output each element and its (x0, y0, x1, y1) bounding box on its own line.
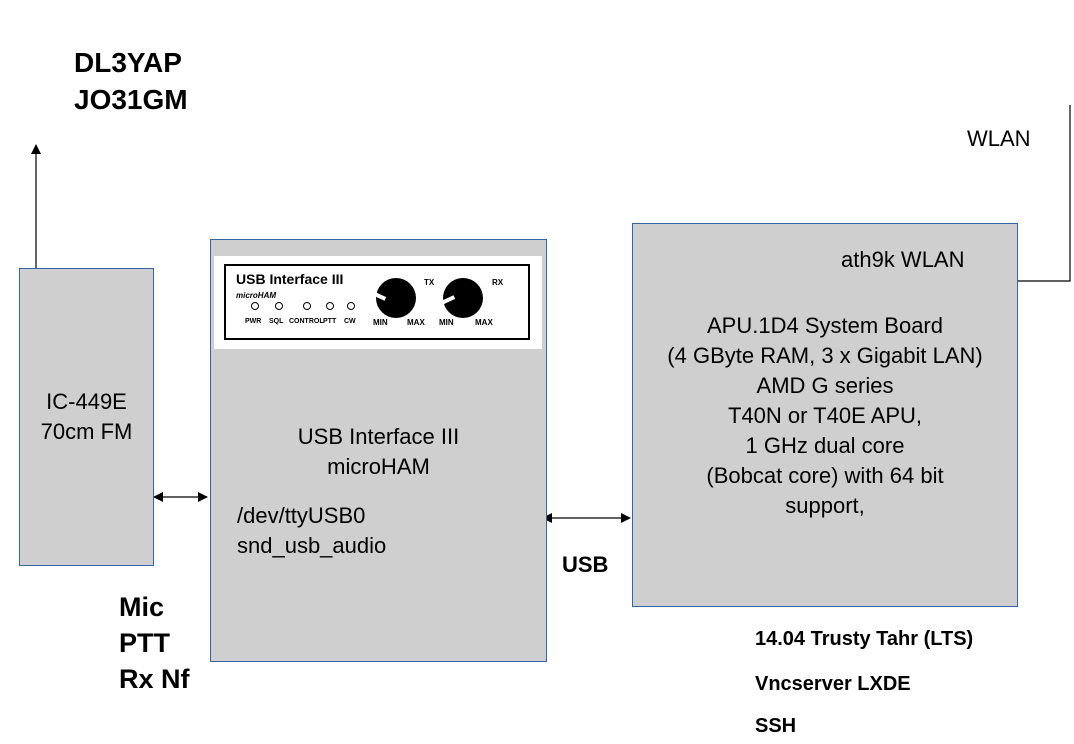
radio-model: IC-449E (46, 389, 127, 414)
led-sql-icon (275, 302, 283, 310)
tx-max-label: MAX (407, 318, 425, 327)
led-cw-icon (347, 302, 355, 310)
led-label: PWR (245, 318, 262, 325)
tx-knob-icon (371, 278, 416, 318)
board-line: APU.1D4 System Board (707, 313, 943, 338)
board-description: APU.1D4 System Board (4 GByte RAM, 3 x G… (633, 311, 1017, 521)
usb-label: USB (562, 552, 609, 577)
callsign: DL3YAP (74, 47, 182, 78)
software-ssh: SSH (755, 715, 797, 737)
interface-label: USB Interface III microHAM (211, 422, 546, 482)
signal-rx-nf: Rx Nf (119, 664, 190, 694)
tx-min-label: MIN (373, 318, 388, 327)
locator: JO31GM (74, 84, 188, 115)
software-vnc: Vncserver LXDE (755, 673, 911, 695)
radio-label: IC-449E 70cm FM (20, 387, 153, 447)
board-line: AMD G series (756, 373, 894, 398)
led-control-icon (303, 302, 311, 310)
rx-label: RX (492, 278, 504, 287)
software-os: 14.04 Trusty Tahr (LTS) (755, 628, 974, 650)
interface-device-info: /dev/ttyUSB0 snd_usb_audio (237, 501, 386, 561)
board-line: 1 GHz dual core (745, 433, 905, 458)
interface-vendor: microHAM (327, 454, 430, 479)
rx-min-label: MIN (439, 318, 454, 327)
board-line: (4 GByte RAM, 3 x Gigabit LAN) (667, 343, 983, 368)
signal-mic: Mic (119, 592, 165, 622)
rx-knob-icon (440, 278, 483, 318)
wlan-antenna-line (1017, 105, 1071, 282)
interface-driver: snd_usb_audio (237, 533, 387, 558)
wlan-label: WLAN (967, 126, 1031, 151)
signal-list: Mic PTT Rx Nf (119, 589, 190, 697)
led-ptt-icon (326, 302, 334, 310)
signal-ptt: PTT (119, 628, 170, 658)
panel-brand: microHAM (236, 291, 277, 300)
panel-title: USB Interface III (236, 271, 344, 287)
led-label: PTT (323, 318, 337, 325)
rx-max-label: MAX (475, 318, 493, 327)
radio-box: IC-449E 70cm FM (19, 268, 154, 566)
interface-device: /dev/ttyUSB0 (237, 503, 366, 528)
led-label: CW (344, 318, 356, 325)
led-label: CONTROL (289, 318, 324, 325)
board-line: T40N or T40E APU, (727, 403, 922, 428)
board-line: (Bobcat core) with 64 bit (706, 463, 944, 488)
system-board-box: ath9k WLAN APU.1D4 System Board (4 GByte… (632, 223, 1018, 607)
interface-name: USB Interface III (297, 424, 460, 449)
interface-panel-image: USB Interface III microHAM PWR SQL CONTR… (214, 256, 542, 349)
tx-label: TX (424, 278, 435, 287)
station-info: DL3YAP JO31GM (74, 44, 188, 118)
board-wlan-label: ath9k WLAN (841, 247, 965, 272)
led-label: SQL (269, 318, 284, 325)
led-pwr-icon (251, 302, 259, 310)
interface-front-panel: USB Interface III microHAM PWR SQL CONTR… (224, 264, 530, 340)
board-line: support, (785, 493, 865, 518)
radio-band: 70cm FM (40, 419, 133, 444)
